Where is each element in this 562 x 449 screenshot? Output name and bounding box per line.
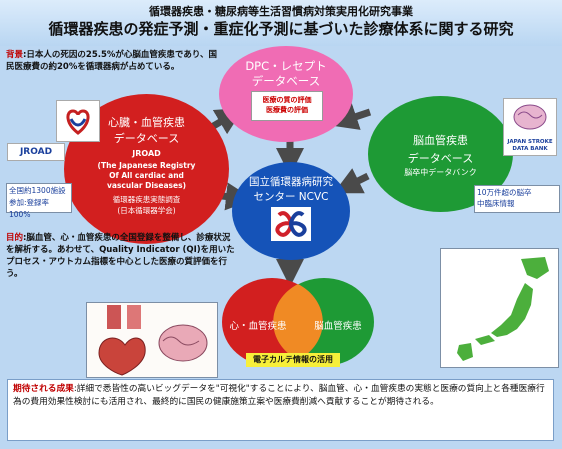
vessel-icon-2 [127,305,141,329]
expected-text: :詳細で悉皆性の高いビッグデータを"可視化"することにより、脳血管、心・血管疾患… [13,384,545,407]
jroad-desc-1: (The Japanese Registry [97,161,196,170]
jroad-name: JROAD [132,149,161,158]
stroke-cases-2: 中臨床情報 [477,199,515,208]
stroke-cases-box: 10万件超の脳卒 中臨床情報 [474,185,560,213]
stroke-title-2: データベース [407,152,474,165]
dpc-circle: DPC・レセプト データベース 医療の質の評価 医療費の評価 [219,46,353,142]
header: 循環器疾患・糖尿病等生活習慣病対策実用化研究事業 循環器疾患の発症予測・重症化予… [0,0,562,46]
dpc-sub-1: 医療の質の評価 [262,96,312,104]
ncvc-logo-icon [275,211,307,237]
stroke-sub: 脳卒中データバンク [404,168,477,177]
header-title: 循環器疾患の発症予測・重症化予測に基づいた診療体系に関する研究 [48,20,514,38]
background-text: :日本人の死因の25.5%が心脳血管疾患であり、国民医療費の約20%を循環器病が… [6,50,217,72]
dpc-sub-2: 医療費の評価 [266,106,308,114]
jroad-title-1: 心臓・血管疾患 [108,116,185,129]
venn-right-label: 脳血管疾患 [314,321,362,332]
jroad-desc-5: (日本循環器学会) [117,206,176,215]
dpc-title-2: データベース [251,74,321,88]
japan-map-icon [457,257,549,361]
jroad-desc-4: 循環器疾患実態調査 [112,195,181,204]
stroke-cases-1: 10万件超の脳卒 [477,188,532,197]
venn-left-label: 心・血管疾患 [229,321,287,332]
venn-banner: 電子カルテ情報の活用 [246,353,340,367]
heart-anatomy-icon [98,337,146,376]
stroke-title-1: 脳血管疾患 [413,134,468,147]
japan-map-box [440,248,559,368]
jroad-facility-box: 全国約1300施設 参加:登録率100% [6,183,72,219]
header-subtitle: 循環器疾患・糖尿病等生活習慣病対策実用化研究事業 [149,5,413,18]
stroke-databank-logo: JAPAN STROKE DATA BANK [503,98,557,156]
anatomy-illustration [86,302,218,378]
purpose-text: :脳血管、心・血管疾患の全国登録を整備し、診療状況を解析する。あわせて、Qual… [6,233,235,279]
jroad-heart-logo [56,100,100,142]
ncvc-circle: 国立循環器病研究 センター NCVC [232,162,350,260]
purpose-note: 目的:脳血管、心・血管疾患の全国登録を整備し、診療状況を解析する。あわせて、Qu… [6,232,236,280]
ncvc-title-1: 国立循環器病研究 [249,176,333,188]
jroad-facility-2: 参加:登録率100% [9,198,50,219]
expected-outcome-box: 期待される成果:詳細で悉皆性の高いビッグデータを"可視化"することにより、脳血管… [7,379,554,441]
stroke-logo-text: JAPAN STROKE DATA BANK [507,139,553,152]
arrow-stroke-to-dpc [329,103,372,130]
dpc-sub-box: 医療の質の評価 医療費の評価 [251,91,323,121]
ncvc-title-2: センター NCVC [253,191,329,203]
jroad-title-2: データベース [113,132,180,145]
venn-overlap [273,284,323,360]
purpose-label: 目的 [6,233,24,243]
arrow-stroke-to-ncvc [333,168,370,194]
vessel-icon-1 [107,305,121,329]
heart-icon [66,109,90,135]
brain-anatomy-icon [158,324,208,362]
background-note: 背景:日本人の死因の25.5%が心脳血管疾患であり、国民医療費の約20%を循環器… [6,49,218,73]
jroad-desc-2: Of All cardiac and [109,171,184,180]
background-label: 背景 [6,50,24,60]
ncvc-logo [271,207,311,241]
jroad-logo: JROAD [7,143,65,161]
venn-diagram [222,278,374,366]
anatomy-icons [98,305,208,376]
brain-icon [513,104,547,130]
jroad-facility-1: 全国約1300施設 [9,186,66,195]
dpc-title-1: DPC・レセプト [245,59,327,73]
jroad-desc-3: vascular Diseases) [107,181,186,190]
expected-label: 期待される成果 [13,384,74,394]
